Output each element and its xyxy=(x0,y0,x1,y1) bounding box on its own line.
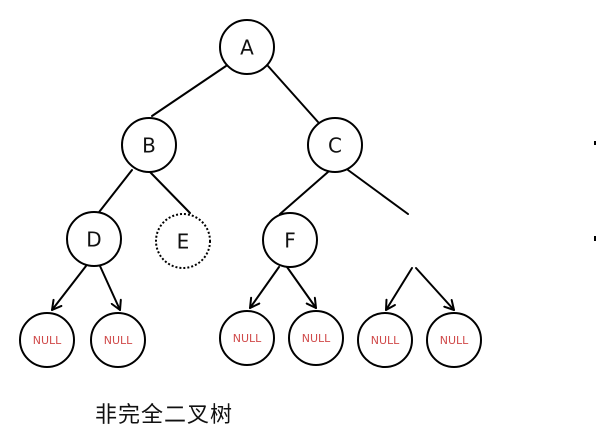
edges-group xyxy=(51,65,455,311)
edge-missing-null-6 xyxy=(415,267,455,311)
null-node-4-label: NULL xyxy=(302,332,331,345)
diagram-caption: 非完全二叉树 xyxy=(95,403,234,428)
edge-f-null-4 xyxy=(286,266,317,309)
null-node-6: NULL xyxy=(426,312,482,368)
node-b-label: B xyxy=(142,134,156,158)
node-f-label: F xyxy=(284,229,296,253)
null-node-5: NULL xyxy=(357,312,413,368)
null-node-2: NULL xyxy=(90,312,146,368)
node-c: C xyxy=(307,117,363,173)
node-d: D xyxy=(66,211,122,267)
null-node-6-label: NULL xyxy=(440,334,469,347)
edge-missing-null-5 xyxy=(385,267,413,311)
node-e-label: E xyxy=(177,230,190,254)
null-node-5-label: NULL xyxy=(371,334,400,347)
null-node-3-label: NULL xyxy=(233,332,262,345)
edge-f-null-3 xyxy=(249,266,280,309)
node-c-label: C xyxy=(328,134,342,158)
node-d-label: D xyxy=(86,228,101,252)
null-node-1-label: NULL xyxy=(33,334,62,347)
node-a: A xyxy=(219,19,275,75)
edge-d-null-2 xyxy=(99,265,122,311)
edge-d-null-1 xyxy=(51,265,87,311)
edge-b-d xyxy=(95,169,133,217)
node-f: F xyxy=(262,212,318,268)
null-node-3: NULL xyxy=(219,310,275,366)
node-a-label: A xyxy=(240,36,254,60)
edge-a-c xyxy=(267,65,319,123)
edge-a-b xyxy=(151,65,227,117)
edge-c-missing xyxy=(347,169,409,215)
edge-c-f xyxy=(279,171,329,215)
node-e: E xyxy=(155,213,211,269)
node-b: B xyxy=(121,117,177,173)
edge-b-e xyxy=(149,171,191,214)
null-node-1: NULL xyxy=(19,312,75,368)
null-node-2-label: NULL xyxy=(104,334,133,347)
null-node-4: NULL xyxy=(288,310,344,366)
